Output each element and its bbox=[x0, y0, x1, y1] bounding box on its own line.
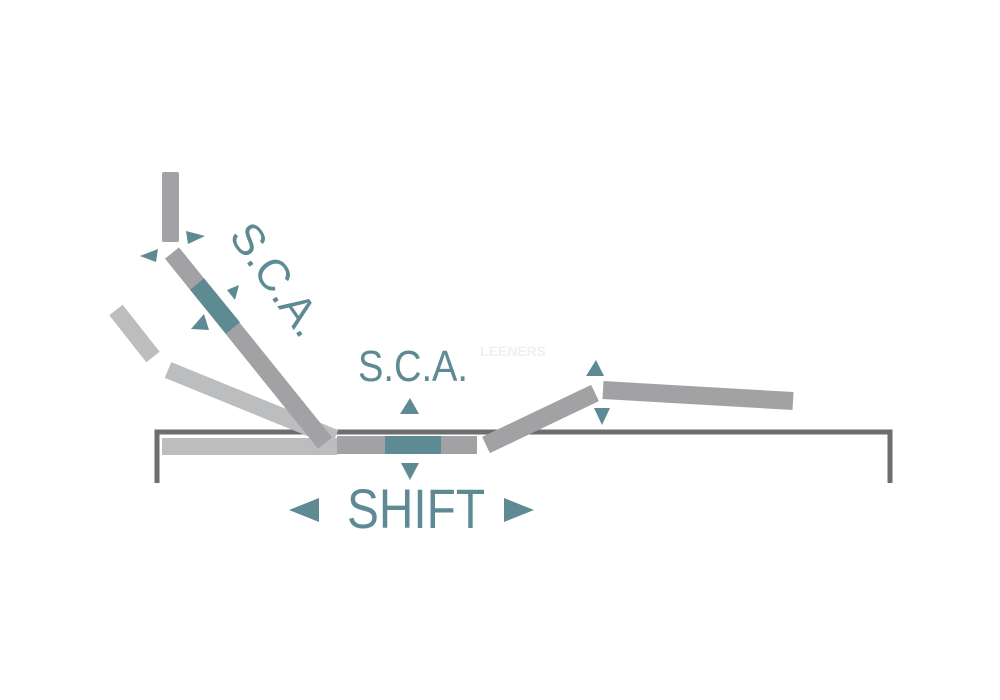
arrow-right-icon bbox=[504, 498, 534, 522]
arrow-left-icon bbox=[289, 498, 319, 522]
head-top-segment-raised bbox=[162, 172, 179, 242]
arrow-up-icon bbox=[586, 360, 604, 376]
foot-segment bbox=[602, 381, 794, 410]
arrow-down-icon bbox=[191, 314, 209, 330]
arrow-up-icon bbox=[400, 398, 419, 414]
sca-center-label: S.C.A. bbox=[358, 342, 468, 391]
arrow-down-icon bbox=[594, 408, 610, 425]
thigh-segment bbox=[482, 384, 599, 454]
watermark: LEENERS bbox=[480, 343, 546, 359]
arrow-left-icon bbox=[140, 249, 158, 262]
flat-head-segment bbox=[162, 438, 337, 455]
arrow-up-icon bbox=[227, 285, 239, 300]
arrow-right-icon bbox=[186, 231, 205, 244]
sca-back-section bbox=[190, 278, 240, 334]
sca-seat-section bbox=[385, 436, 441, 454]
arrow-down-icon bbox=[401, 463, 419, 480]
shift-label: SHIFT bbox=[347, 477, 485, 540]
head-segment-lowered-top bbox=[109, 304, 160, 363]
